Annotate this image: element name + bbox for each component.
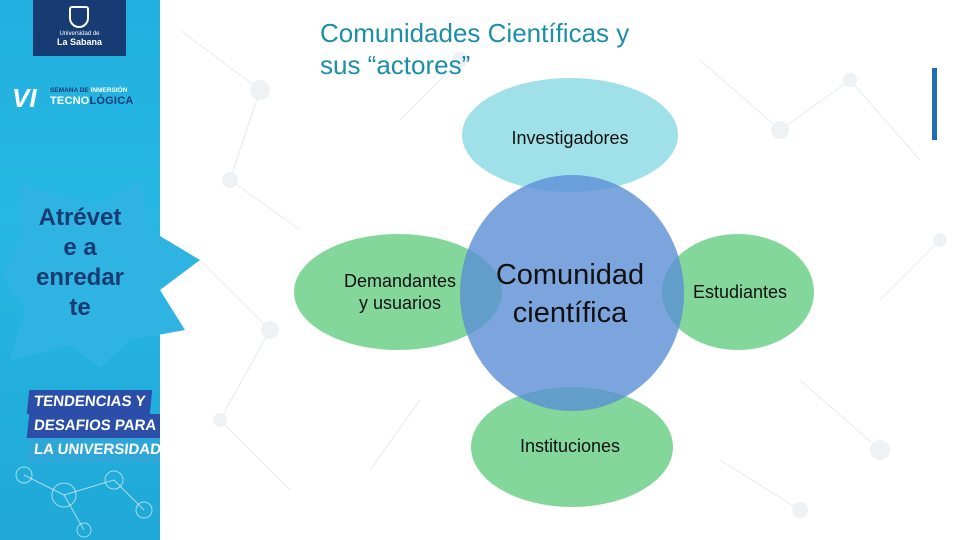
- badge-line-1: Atrévet: [38, 204, 122, 231]
- title-line-2: sus “actores”: [320, 50, 471, 80]
- event-line-1a: SEMANA DE: [50, 87, 91, 94]
- event-line-1b: INMERSIÓN: [90, 87, 128, 94]
- node-demandantes: [294, 234, 502, 350]
- label-demandantes: Demandantes y usuarios: [300, 270, 500, 314]
- label-demandantes-line-1: Demandantes: [343, 271, 457, 291]
- university-logo: Universidad de La Sabana: [33, 0, 126, 56]
- badge-line-4: te: [69, 294, 91, 321]
- event-line-2b: LÓGICA: [89, 95, 134, 107]
- label-instituciones: Instituciones: [519, 436, 621, 456]
- node-instituciones: [471, 387, 673, 507]
- label-investigadores: Investigadores: [511, 128, 629, 148]
- label-center-line-1: Comunidad: [495, 259, 645, 291]
- node-estudiantes: [662, 234, 814, 350]
- logo-line-2: La Sabana: [56, 37, 103, 47]
- event-line-2a: TECNO: [50, 95, 90, 107]
- accent-bar: [932, 68, 937, 140]
- title-line-1: Comunidades Científicas y: [320, 18, 630, 48]
- label-estudiantes: Estudiantes: [692, 282, 788, 302]
- crest-icon: [69, 6, 89, 28]
- star-badge: [2, 182, 200, 368]
- label-comunidad-cientifica: Comunidad científica: [470, 256, 670, 332]
- label-demandantes-line-2: y usuarios: [358, 293, 442, 313]
- network-icons-graphic: [15, 466, 153, 538]
- slide-title: Comunidades Científicas y sus “actores”: [320, 17, 780, 81]
- node-comunidad-cientifica: [460, 175, 684, 411]
- event-line-2: TECNOLÓGICA: [50, 95, 133, 107]
- event-number: VI: [12, 83, 37, 113]
- badge-line-2: e a: [63, 234, 97, 261]
- badge-line-3: enredar: [35, 264, 125, 291]
- badge-text: Atrévet e a enredar te: [0, 203, 160, 323]
- event-logo: VI SEMANA DE INMERSIÓN TECNOLÓGICA: [10, 84, 150, 114]
- event-line-1: SEMANA DE INMERSIÓN: [50, 87, 127, 94]
- node-investigadores: [462, 78, 678, 192]
- logo-line-1: Universidad de: [59, 31, 100, 37]
- label-center-line-2: científica: [512, 297, 628, 329]
